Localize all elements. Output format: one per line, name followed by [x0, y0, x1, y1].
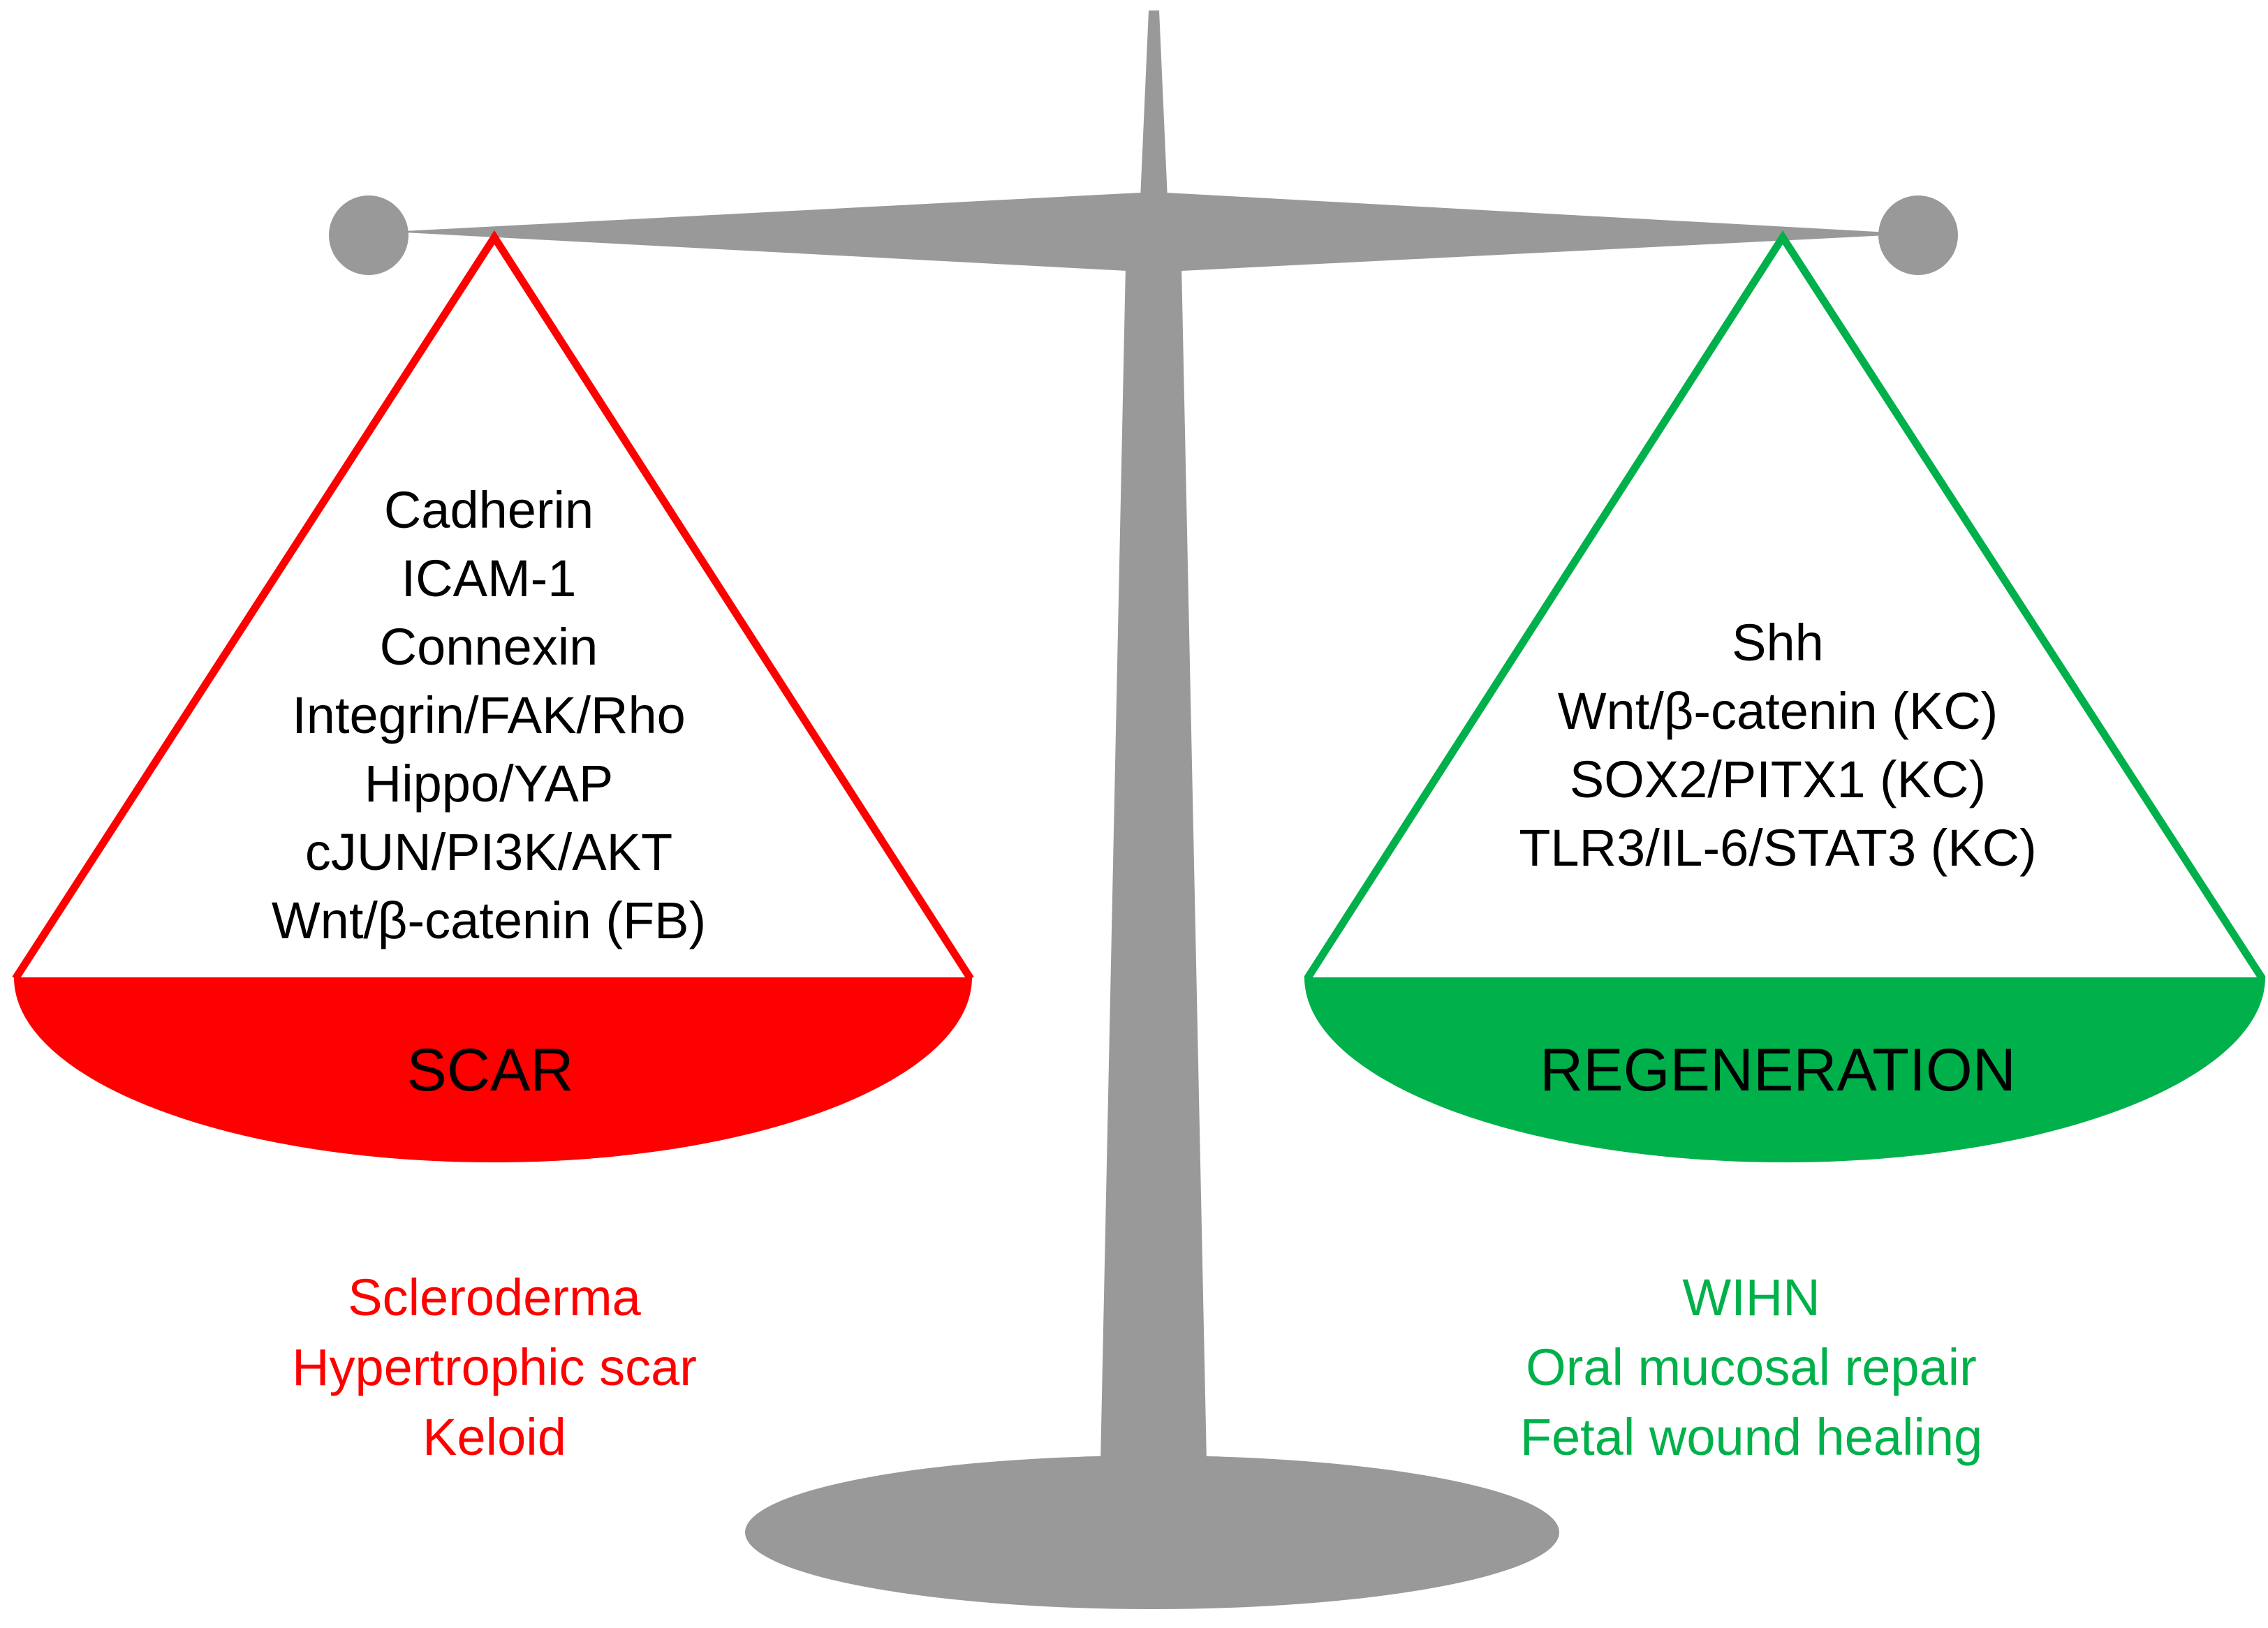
regeneration-pan: REGENERATION	[1304, 230, 2266, 1162]
scar-pan-label: SCAR	[407, 1037, 574, 1104]
scar-pathway-item: cJUN/PI3K/AKT	[305, 823, 672, 881]
scale-spire	[1140, 10, 1168, 199]
scar-pan: SCAR	[12, 230, 974, 1162]
regeneration-pan-bowl	[1304, 977, 2265, 1162]
beam-knob-left	[329, 195, 408, 275]
scale-pole	[1099, 265, 1208, 1529]
regeneration-condition-item: Fetal wound healing	[1520, 1408, 1982, 1466]
scar-condition-item: Scleroderma	[348, 1268, 641, 1326]
regeneration-condition-item: WIHN	[1682, 1268, 1820, 1326]
regeneration-condition-item: Oral mucosal repair	[1526, 1338, 1977, 1396]
regeneration-pathway-item: Shh	[1732, 614, 1824, 672]
regeneration-pathway-item: TLR3/IL-6/STAT3 (KC)	[1519, 819, 2037, 877]
regeneration-condition-list: WIHN Oral mucosal repair Fetal wound hea…	[1520, 1268, 1982, 1466]
regeneration-pathway-list: Shh Wnt/β-catenin (KC) SOX2/PITX1 (KC) T…	[1519, 614, 2037, 877]
scar-pan-bowl	[14, 977, 972, 1162]
beam-knob-right	[1878, 195, 1958, 275]
scale-base	[745, 1456, 1559, 1609]
scar-pathway-item: ICAM-1	[402, 549, 577, 607]
regeneration-pathway-item: SOX2/PITX1 (KC)	[1570, 750, 1986, 808]
scale-stand	[329, 10, 1958, 1609]
scar-condition-item: Hypertrophic scar	[292, 1338, 697, 1396]
scar-condition-list: Scleroderma Hypertrophic scar Keloid	[292, 1268, 697, 1466]
scar-pathway-item: Connexin	[380, 618, 598, 676]
scar-pathway-list: Cadherin ICAM-1 Connexin Integrin/FAK/Rh…	[272, 481, 706, 949]
scar-pathway-item: Wnt/β-catenin (FB)	[272, 891, 706, 949]
scar-condition-item: Keloid	[422, 1408, 566, 1466]
scar-pan-strings	[12, 230, 974, 981]
scale-beam	[391, 192, 1915, 272]
regeneration-pan-strings	[1304, 230, 2266, 981]
scar-pathway-item: Cadherin	[384, 481, 594, 539]
regeneration-pan-label: REGENERATION	[1540, 1037, 2016, 1104]
scar-pathway-item: Integrin/FAK/Rho	[292, 686, 686, 744]
regeneration-pathway-item: Wnt/β-catenin (KC)	[1558, 682, 1998, 740]
scar-pathway-item: Hippo/YAP	[364, 755, 614, 813]
